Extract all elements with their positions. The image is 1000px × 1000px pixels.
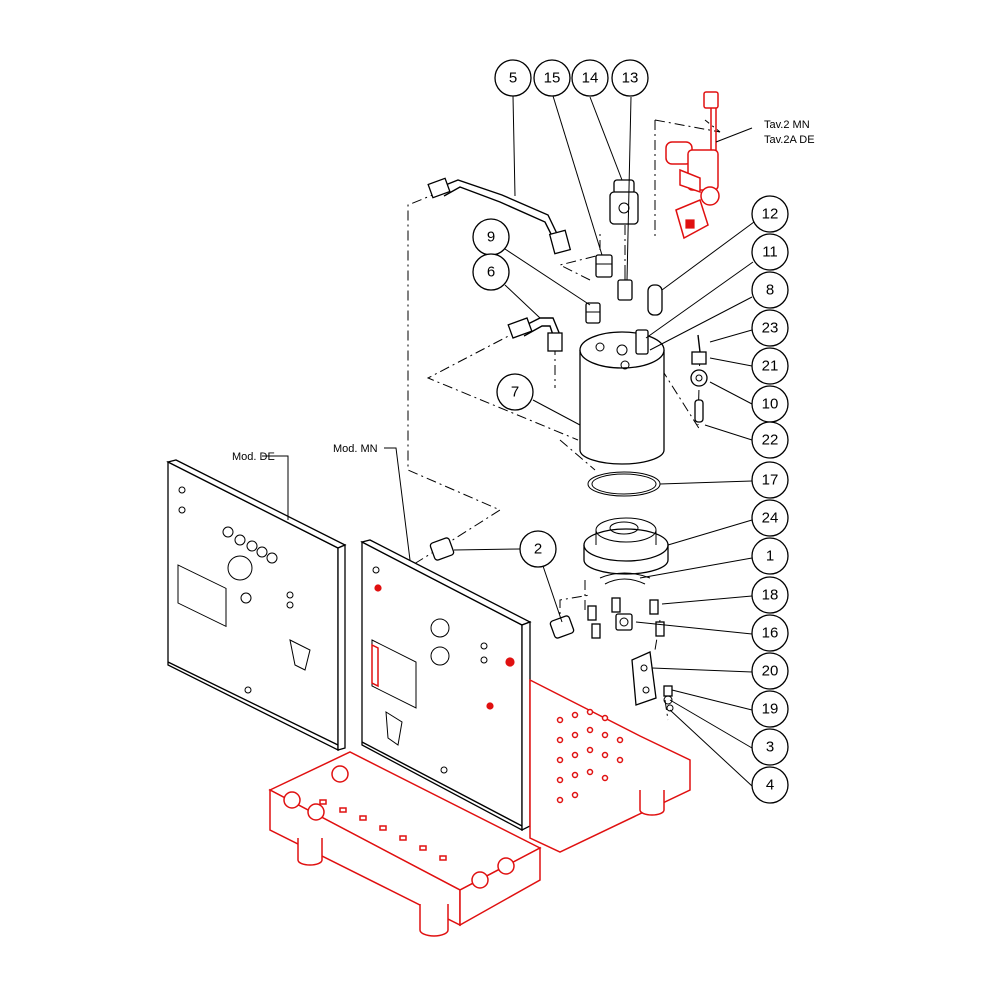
callout-20: 20 xyxy=(751,652,789,690)
fitting-15 xyxy=(595,254,613,278)
flange-24 xyxy=(583,517,669,575)
ref-label-tav2a-de: Tav.2A DE xyxy=(764,134,815,146)
svg-text:13: 13 xyxy=(622,70,639,87)
svg-text:5: 5 xyxy=(509,70,517,87)
svg-text:12: 12 xyxy=(762,206,779,223)
callout-8: 8 xyxy=(751,271,789,309)
fitting-2a xyxy=(429,537,455,561)
pipe-6 xyxy=(507,317,563,352)
svg-text:23: 23 xyxy=(762,320,779,337)
screw-19 xyxy=(663,685,673,697)
svg-text:3: 3 xyxy=(766,739,774,756)
callout-2: 2 xyxy=(519,530,557,568)
callout-23: 23 xyxy=(751,309,789,347)
svg-text:9: 9 xyxy=(487,229,495,246)
ref-label-tav2-mn: Tav.2 MN xyxy=(764,119,810,131)
mod-mn-label: Mod. MN xyxy=(333,443,378,455)
callout-1: 1 xyxy=(751,537,789,575)
callout-10: 10 xyxy=(751,385,789,423)
pipe-5 xyxy=(427,177,572,255)
grid-holes xyxy=(319,708,624,861)
sensor-16 xyxy=(615,613,633,631)
callout-15: 15 xyxy=(533,59,571,97)
probe-23 xyxy=(697,334,701,353)
callout-4: 4 xyxy=(751,766,789,804)
screws-18 xyxy=(587,597,665,639)
gasket-10 xyxy=(690,369,708,387)
svg-text:10: 10 xyxy=(762,396,779,413)
svg-text:21: 21 xyxy=(762,358,779,375)
probe-22 xyxy=(694,399,704,423)
leader-lines xyxy=(262,95,755,787)
element-12 xyxy=(647,284,663,316)
panel-mod-mn xyxy=(360,539,532,832)
svg-text:24: 24 xyxy=(762,510,779,527)
callout-13: 13 xyxy=(611,59,649,97)
mod-de-label: Mod. DE xyxy=(232,451,275,463)
fitting-2b xyxy=(549,615,575,639)
callout-16: 16 xyxy=(751,614,789,652)
callout-24: 24 xyxy=(751,499,789,537)
washer-3 xyxy=(663,695,673,705)
svg-text:11: 11 xyxy=(762,244,778,261)
red-solenoid-assembly xyxy=(665,91,720,240)
svg-text:18: 18 xyxy=(762,587,779,604)
valve-14 xyxy=(609,179,639,225)
heater-1 xyxy=(599,572,651,585)
svg-text:22: 22 xyxy=(762,432,779,449)
callout-3: 3 xyxy=(751,728,789,766)
svg-text:16: 16 xyxy=(762,625,779,642)
callout-19: 19 xyxy=(751,690,789,728)
svg-text:14: 14 xyxy=(582,70,599,87)
callout-18: 18 xyxy=(751,576,789,614)
svg-text:7: 7 xyxy=(511,384,519,401)
svg-text:17: 17 xyxy=(762,472,779,489)
panel-mod-de xyxy=(166,459,347,752)
callout-5: 5 xyxy=(494,59,532,97)
callout-11: 11 xyxy=(751,233,789,271)
gasket-17 xyxy=(587,471,661,497)
svg-text:19: 19 xyxy=(762,701,779,718)
svg-text:2: 2 xyxy=(534,541,542,558)
svg-text:6: 6 xyxy=(487,264,495,281)
callout-14: 14 xyxy=(571,59,609,97)
callout-7: 7 xyxy=(496,373,534,411)
callout-12: 12 xyxy=(751,195,789,233)
callout-22: 22 xyxy=(751,421,789,459)
callout-21: 21 xyxy=(751,347,789,385)
svg-text:15: 15 xyxy=(544,70,561,87)
boiler-7 xyxy=(579,329,665,465)
nipple-9 xyxy=(585,302,601,324)
nut-21 xyxy=(691,351,707,365)
svg-text:20: 20 xyxy=(762,663,779,680)
red-base-frame xyxy=(268,678,691,937)
bracket-20 xyxy=(631,651,657,706)
nut-4 xyxy=(666,704,674,712)
callout-17: 17 xyxy=(751,461,789,499)
sensor-13 xyxy=(617,268,633,301)
svg-text:1: 1 xyxy=(766,548,774,565)
svg-text:8: 8 xyxy=(766,282,774,299)
callout-9: 9 xyxy=(472,218,510,256)
svg-text:4: 4 xyxy=(766,777,774,794)
callout-6: 6 xyxy=(472,253,510,291)
